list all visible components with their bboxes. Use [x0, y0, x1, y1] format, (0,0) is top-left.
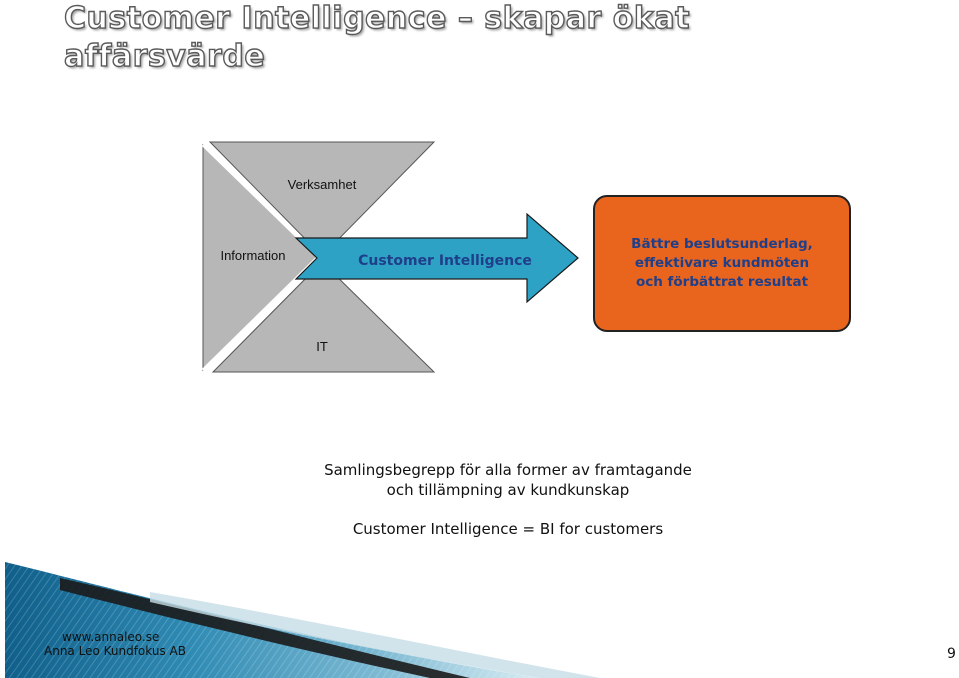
result-line-3: och förbättrat resultat: [635, 274, 809, 290]
result-line-1: Bättre beslutsunderlag,: [631, 236, 813, 252]
page-number: 9: [947, 646, 956, 662]
bottom-triangle: [211, 261, 436, 373]
slide-title: Customer Intelligence – skapar ökat affä…: [63, 0, 690, 76]
footer-wave-stripes: [5, 562, 540, 678]
result-line-2: effektivare kundmöten: [634, 255, 810, 271]
description-line-2: och tillämpning av kundkunskap: [386, 481, 630, 499]
left-triangle-label: Information: [220, 248, 285, 263]
bottom-triangle-label: IT: [316, 339, 328, 354]
slide-title-line-2: affärsvärde: [63, 38, 266, 74]
description-line-1: Samlingsbegrepp för alla former av framt…: [324, 461, 692, 479]
top-triangle-label: Verksamhet: [288, 177, 357, 192]
footer-website: www.annaleo.se: [62, 630, 160, 644]
footer-wave-light-band: [150, 592, 600, 678]
top-triangle: [208, 141, 436, 257]
result-box: Bättre beslutsunderlag, effektivare kund…: [593, 195, 851, 332]
arrow-label: Customer Intelligence: [358, 253, 532, 269]
footer-company: Anna Leo Kundfokus AB: [44, 644, 186, 658]
slide-title-line-1: Customer Intelligence – skapar ökat: [63, 0, 690, 36]
description-definition: Customer Intelligence = BI for customers: [352, 520, 664, 538]
customer-intelligence-arrow: [294, 212, 579, 304]
